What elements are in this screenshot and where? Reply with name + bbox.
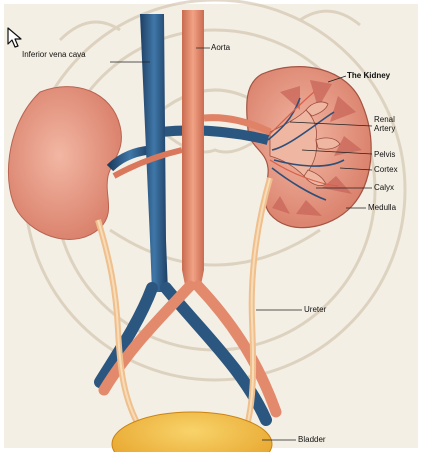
label-pelvis: Pelvis xyxy=(374,150,395,159)
aorta xyxy=(182,10,204,290)
label-ureter: Ureter xyxy=(304,305,326,314)
label-the-kidney: The Kidney xyxy=(347,71,390,80)
label-bladder: Bladder xyxy=(298,435,326,444)
label-inferior-vena-cava: Inferior vena cava xyxy=(22,50,86,59)
label-medulla: Medulla xyxy=(368,203,396,212)
label-cortex: Cortex xyxy=(374,165,398,174)
label-calyx: Calyx xyxy=(374,183,394,192)
label-artery: Artery xyxy=(374,124,395,133)
label-aorta: Aorta xyxy=(211,43,230,52)
left-kidney xyxy=(8,87,121,240)
label-renal: Renal xyxy=(374,115,395,124)
